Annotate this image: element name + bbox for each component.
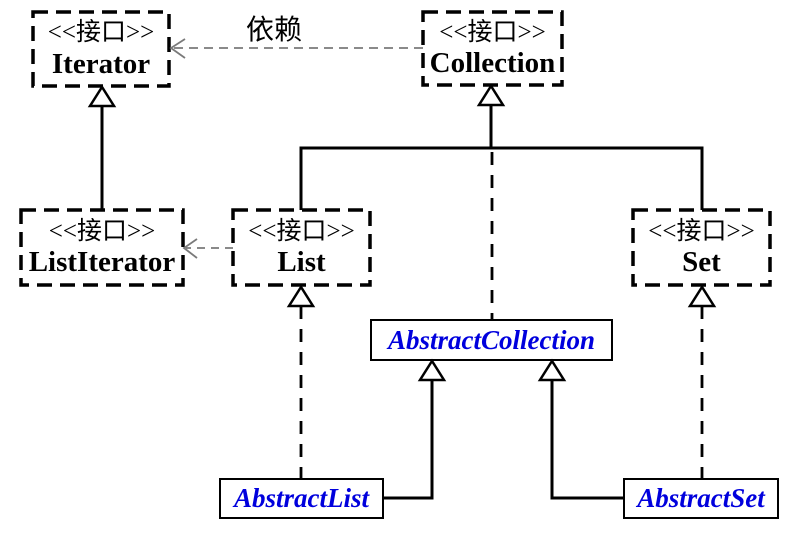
realization-triangle-at-set xyxy=(687,284,717,308)
dependency-arrowhead-at-iterator xyxy=(169,38,186,59)
generalization-triangle-at-iterator xyxy=(87,84,117,108)
generalization-triangle-left-at-abstractcollection xyxy=(417,358,447,382)
interface-box-listiterator xyxy=(19,208,185,287)
generalization-bus-list-set-collection xyxy=(299,146,704,210)
class-box-abstract-set xyxy=(623,478,779,519)
interface-box-list xyxy=(231,208,372,287)
generalization-triangle-at-collection xyxy=(476,83,506,107)
class-box-abstract-list xyxy=(219,478,384,519)
interface-box-set xyxy=(631,208,772,287)
interface-box-iterator xyxy=(31,10,171,88)
interface-box-collection xyxy=(421,10,564,87)
generalization-line-abstractlist-abstractcollection xyxy=(383,380,434,500)
class-box-abstract-collection xyxy=(370,319,613,361)
generalization-line-abstractset-abstractcollection xyxy=(550,380,624,500)
realization-triangle-at-list xyxy=(286,284,316,308)
dependency-arrowhead-at-listiterator xyxy=(182,238,198,259)
generalization-triangle-right-at-abstractcollection xyxy=(537,358,567,382)
